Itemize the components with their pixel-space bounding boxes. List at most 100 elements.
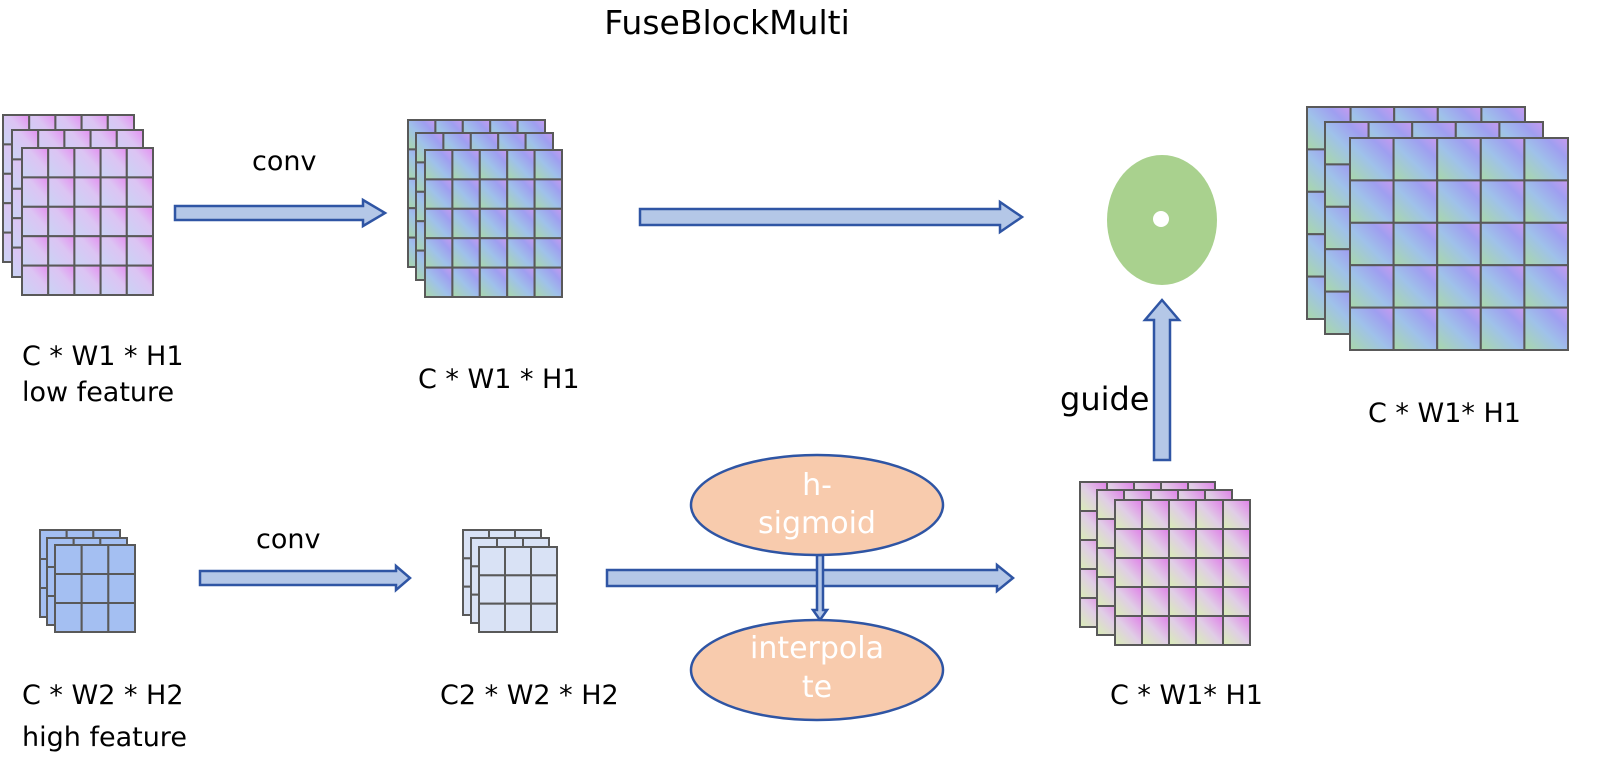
bottom-conv-label: conv	[256, 524, 320, 555]
conv-arrow-bottom-icon	[198, 563, 412, 593]
high-feature-map	[39, 529, 137, 633]
grid-cell	[1141, 499, 1170, 530]
grid-cell	[99, 147, 128, 179]
high-feature-map-layer	[54, 544, 137, 633]
grid-cell	[424, 237, 454, 269]
grid-cell	[54, 544, 83, 575]
upsampled-map	[1079, 481, 1251, 646]
grid-cell	[47, 147, 76, 179]
grid-cell	[1195, 615, 1224, 646]
grid-cell	[1392, 306, 1439, 352]
fused-output-map-layer	[1349, 137, 1570, 352]
grid-cell	[1479, 306, 1526, 352]
grid-cell	[107, 573, 137, 604]
grid-cell	[1523, 137, 1570, 182]
grid-cell	[1523, 264, 1570, 309]
grid-cell	[80, 573, 110, 604]
grid-cell	[1436, 137, 1482, 182]
grid-cell	[1392, 221, 1439, 267]
low-feature-map	[2, 114, 155, 297]
grid-cell	[533, 237, 563, 269]
grid-cell	[1114, 528, 1143, 559]
hsigmoid-to-interpolate-arrow-icon	[810, 553, 830, 623]
grid-cell	[1222, 528, 1251, 559]
grid-cell	[1195, 499, 1224, 530]
grid-cell	[1523, 179, 1570, 224]
grid-cell	[478, 602, 506, 634]
grid-cell	[21, 264, 50, 297]
grid-cell	[99, 235, 128, 267]
grid-cell	[1195, 586, 1224, 617]
fuse-multiply-node	[1107, 155, 1217, 285]
grid-cell	[1141, 557, 1170, 588]
grid-cell	[54, 602, 83, 633]
grid-cell	[478, 546, 506, 577]
grid-cell	[54, 573, 83, 604]
low-feature-map-layer	[21, 147, 155, 297]
grid-cell	[1479, 179, 1526, 224]
grid-cell	[1436, 179, 1482, 224]
grid-cell	[533, 266, 563, 299]
grid-cell	[424, 266, 454, 299]
grid-cell	[125, 147, 155, 179]
grid-cell	[1195, 528, 1224, 559]
grid-cell	[1349, 137, 1395, 182]
diagram-title: FuseBlockMulti	[604, 3, 850, 42]
interpolate-label-line1: interpola	[750, 631, 884, 666]
grid-cell	[99, 205, 128, 238]
low-feature-name: low feature	[22, 377, 174, 408]
grid-cell	[478, 574, 506, 605]
bottom-conv-output-dims: C2 * W2 * H2	[440, 680, 619, 711]
grid-cell	[451, 149, 481, 181]
grid-cell	[99, 176, 128, 208]
grid-cell	[1349, 221, 1395, 267]
grid-cell	[99, 264, 128, 297]
grid-cell	[73, 235, 102, 267]
grid-cell	[21, 205, 50, 238]
grid-cell	[1141, 615, 1170, 646]
low-feature-dims: C * W1 * H1	[22, 341, 184, 372]
grid-cell	[424, 149, 454, 181]
grid-cell	[21, 176, 50, 208]
grid-cell	[478, 149, 509, 181]
grid-cell	[1222, 499, 1251, 530]
grid-cell	[1436, 264, 1482, 309]
high-feature-name: high feature	[22, 722, 187, 753]
high-feature-dims: C * W2 * H2	[22, 680, 184, 711]
guide-label: guide	[1060, 380, 1149, 418]
upsampled-dims: C * W1* H1	[1110, 680, 1263, 711]
grid-cell	[451, 178, 481, 210]
grid-cell	[506, 178, 536, 210]
grid-cell	[125, 176, 155, 208]
grid-cell	[1222, 615, 1251, 646]
grid-cell	[1523, 221, 1570, 267]
grid-cell	[504, 574, 532, 605]
hsigmoid-label-line2: sigmoid	[758, 506, 876, 541]
grid-cell	[107, 602, 137, 633]
grid-cell	[47, 205, 76, 238]
grid-cell	[107, 544, 137, 575]
grid-cell	[1479, 137, 1526, 182]
guide-arrow-up-icon	[1142, 298, 1182, 462]
grid-cell	[125, 235, 155, 267]
upsampled-map-layer	[1114, 499, 1251, 646]
grid-cell	[47, 176, 76, 208]
grid-cell	[1168, 528, 1197, 559]
grid-cell	[504, 546, 532, 577]
grid-cell	[1392, 137, 1439, 182]
grid-cell	[80, 602, 110, 633]
skip-arrow-top-icon	[638, 199, 1025, 235]
fused-output-dims: C * W1* H1	[1368, 398, 1521, 429]
interpolate-label-line2: te	[802, 670, 832, 705]
conv-arrow-top-icon	[173, 197, 388, 229]
bottom-conv-output-map-layer	[478, 546, 558, 634]
grid-cell	[506, 266, 536, 299]
grid-cell	[21, 235, 50, 267]
fuse-dot-icon	[1153, 211, 1169, 227]
grid-cell	[451, 237, 481, 269]
grid-cell	[1349, 306, 1395, 352]
hsigmoid-label-line1: h-	[802, 468, 832, 503]
grid-cell	[1479, 264, 1526, 309]
grid-cell	[1222, 586, 1251, 617]
grid-cell	[47, 235, 76, 267]
